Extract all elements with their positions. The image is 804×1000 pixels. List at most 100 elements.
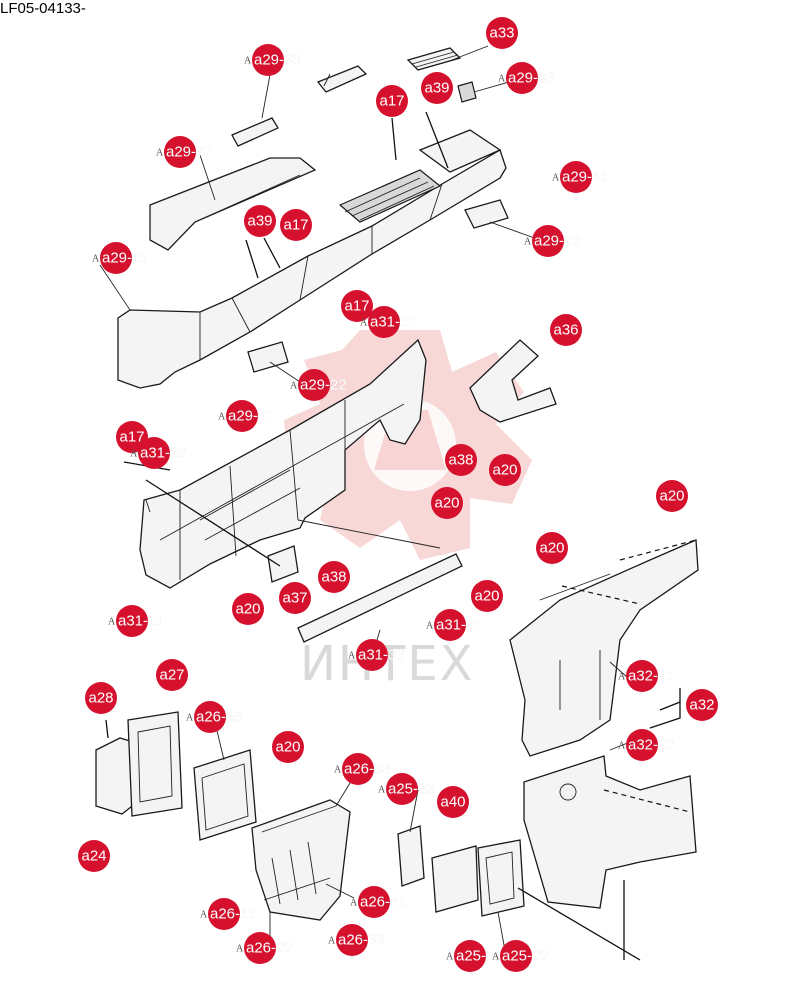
callout-prefix: A xyxy=(446,952,454,963)
callout-prefix: A xyxy=(328,936,336,947)
callout-prefix: A xyxy=(524,237,532,248)
callout-prefix: A xyxy=(492,952,500,963)
badge-label: a20 xyxy=(659,488,684,505)
bracket-lower xyxy=(247,341,289,373)
badge-circle xyxy=(550,314,582,346)
badge-label: a20 xyxy=(434,495,459,512)
callout-circle xyxy=(500,940,532,972)
badge-label: a38 xyxy=(448,452,473,469)
callout-circle xyxy=(626,660,658,692)
badge-a36: a36 xyxy=(550,314,582,346)
callout-label: a31-22 xyxy=(140,445,187,462)
badge-circle xyxy=(280,209,312,241)
callout-prefix: A xyxy=(334,765,342,776)
callout-prefix: A xyxy=(156,148,164,159)
document-id: LF05-04133- xyxy=(0,0,86,17)
badge-a20: a20 xyxy=(232,593,264,625)
callout-prefix: A xyxy=(350,898,358,909)
badge-circle xyxy=(486,17,518,49)
badge-a17: a17 xyxy=(116,421,148,453)
callout-label-shadow: a29-77 xyxy=(166,144,213,161)
badge-label: a33 xyxy=(489,25,514,42)
callout-circle xyxy=(560,161,592,193)
badge-circle xyxy=(536,532,568,564)
callout-prefix: A xyxy=(618,741,626,752)
callout-prefix: A xyxy=(130,449,138,460)
badge-label: a17 xyxy=(379,93,404,110)
callout-circle xyxy=(626,729,658,761)
callout-label: a26-41 xyxy=(360,894,407,911)
callout-prefix: A xyxy=(552,173,560,184)
block-a25 xyxy=(431,845,479,913)
callout-prefix: A xyxy=(200,910,208,921)
callout-label: a25-22 xyxy=(502,948,549,965)
badge-a24: a24 xyxy=(78,840,110,872)
callout-label: a26-22 xyxy=(246,940,293,957)
badge-label: a20 xyxy=(492,462,517,479)
callout-label-shadow: a31-22 xyxy=(370,314,417,331)
badge-label: a20 xyxy=(539,540,564,557)
badge-circle xyxy=(232,593,264,625)
callout-label-shadow: a25-22 xyxy=(502,948,549,965)
callout-label: a29-22 xyxy=(534,233,581,250)
callout-prefix: A xyxy=(348,651,356,662)
badge-circle xyxy=(244,205,276,237)
badge-label: a39 xyxy=(424,80,449,97)
bracket-a37 xyxy=(267,545,299,583)
callout-label-shadow: a29-11 xyxy=(102,250,148,267)
badge-a17: a17 xyxy=(341,290,373,322)
callout-label: a31-41 xyxy=(436,617,483,634)
callout-label-shadow: a29-41 xyxy=(562,169,609,186)
callout-label-shadow: a26-33 xyxy=(338,932,385,949)
badge-circle xyxy=(489,454,521,486)
callout-circle xyxy=(506,62,538,94)
callout-circle xyxy=(298,369,330,401)
badge-label: a39 xyxy=(247,213,272,230)
badge-circle xyxy=(656,480,688,512)
badge-label: a17 xyxy=(119,429,144,446)
callout-prefix: A xyxy=(108,617,116,628)
badge-label: a36 xyxy=(553,322,578,339)
callout-circle xyxy=(116,605,148,637)
callout-label-shadow: a26-22 xyxy=(246,940,293,957)
callout-label: a31-22 xyxy=(370,314,417,331)
badge-label: a20 xyxy=(474,588,499,605)
badge-label: a27 xyxy=(159,667,184,684)
callout-label-shadow: a31-11 xyxy=(118,613,164,630)
badge-label: a17 xyxy=(344,298,369,315)
bracket-a29-33-top xyxy=(316,65,368,93)
badge-a20: a20 xyxy=(489,454,521,486)
badge-circle xyxy=(78,840,110,872)
callout-prefix: A xyxy=(186,713,194,724)
badge-label: a24 xyxy=(81,848,106,865)
badge-circle xyxy=(471,580,503,612)
callout-circle xyxy=(164,136,196,168)
callout-prefix: A xyxy=(360,318,368,329)
badge-circle xyxy=(445,444,477,476)
badge-circle xyxy=(431,487,463,519)
callout-circle xyxy=(208,898,240,930)
callout-label: a29-11 xyxy=(102,250,148,267)
callout-label-shadow: a29-41 xyxy=(228,408,275,425)
callout-label-shadow: a29-33 xyxy=(254,52,301,69)
callout-circle xyxy=(368,306,400,338)
badge-circle xyxy=(686,689,718,721)
badge-a39: a39 xyxy=(421,72,453,104)
callout-label-shadow: a29-63 xyxy=(508,70,555,87)
badge-label: a32 xyxy=(689,697,714,714)
badge-label: a20 xyxy=(275,739,300,756)
badge-a38: a38 xyxy=(318,561,350,593)
callout-circle xyxy=(434,609,466,641)
badge-a28: a28 xyxy=(85,682,117,714)
badge-label: a20 xyxy=(235,601,260,618)
